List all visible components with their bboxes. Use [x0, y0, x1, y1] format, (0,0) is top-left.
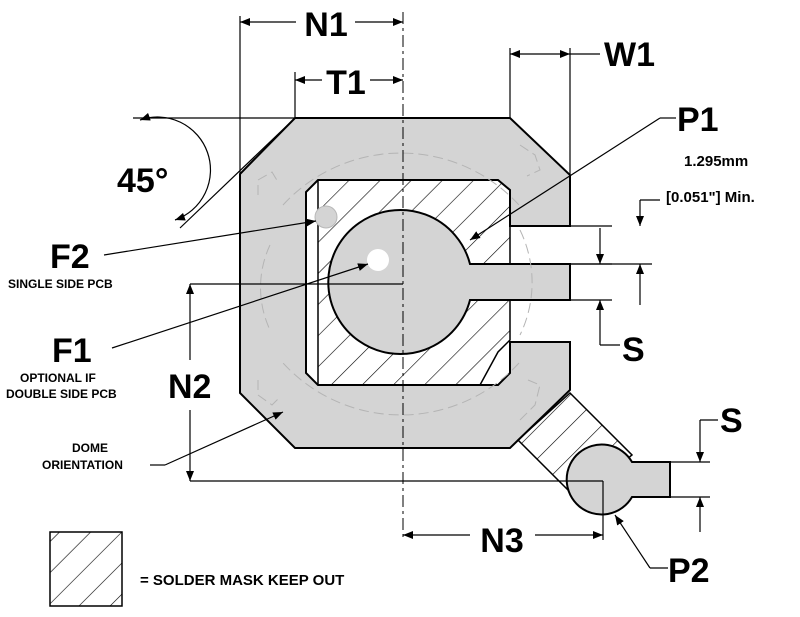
w1-dimension	[509, 48, 600, 175]
n2-label: N2	[168, 368, 211, 406]
p2-pad	[565, 443, 671, 516]
s-dimension-bottom	[670, 419, 718, 532]
f2-leader	[103, 218, 317, 256]
p2-leader	[614, 514, 651, 569]
p1-leader	[469, 117, 661, 241]
angle-label: 45°	[117, 162, 168, 200]
f1-note-line1: OPTIONAL IF	[20, 371, 96, 385]
p2-label: P2	[668, 552, 710, 590]
p1-center-pad	[327, 209, 571, 355]
w1-label: W1	[604, 36, 655, 74]
gap-dimension	[570, 199, 660, 305]
t1-label: T1	[326, 64, 366, 102]
f1-fiducial	[367, 249, 389, 271]
n1-label: N1	[304, 6, 347, 44]
f2-note: SINGLE SIDE PCB	[8, 277, 113, 291]
p1-label: P1	[677, 101, 719, 139]
t1-dimension	[294, 72, 403, 118]
dome-label-line2: ORIENTATION	[42, 458, 123, 472]
gap-value-in: [0.051"] Min.	[666, 189, 755, 206]
centerlines	[190, 12, 604, 540]
f1-note-line2: DOUBLE SIDE PCB	[6, 387, 117, 401]
f2-fiducial	[314, 205, 338, 229]
f1-leader	[111, 263, 369, 349]
s-label-top: S	[622, 331, 645, 369]
n1-dimension	[239, 16, 403, 174]
legend-text: = SOLDER MASK KEEP OUT	[140, 572, 344, 589]
dome-outline	[257, 144, 541, 421]
legend-swatch	[49, 531, 123, 607]
s-label-bottom: S	[720, 402, 743, 440]
angle-dimension	[133, 112, 296, 229]
s-dimension-top	[570, 228, 620, 346]
f2-label: F2	[50, 238, 90, 276]
dome-label-line1: DOME	[72, 441, 108, 455]
n3-label: N3	[480, 522, 523, 560]
f1-label: F1	[52, 332, 92, 370]
gap-value-mm: 1.295mm	[684, 153, 748, 170]
dome-leader	[164, 411, 284, 466]
